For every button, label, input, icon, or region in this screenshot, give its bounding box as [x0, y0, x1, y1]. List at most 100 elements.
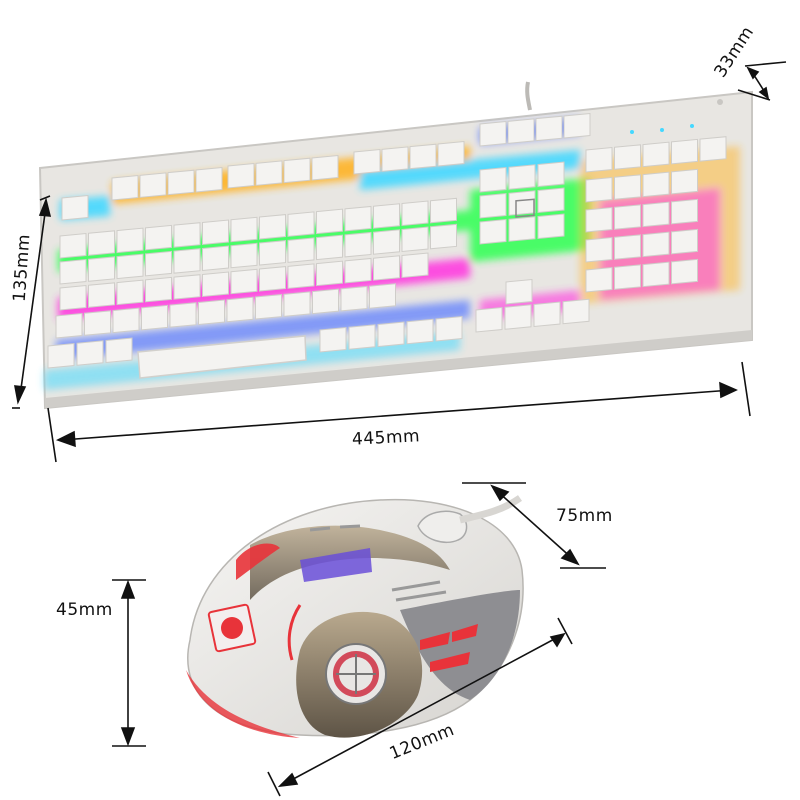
- keycap: [479, 218, 507, 245]
- mouse-red-accent: [287, 604, 302, 661]
- keycap: [353, 148, 381, 175]
- keycap: [319, 326, 347, 353]
- keycap: [230, 268, 258, 295]
- mouse-purple-vent: [300, 548, 372, 582]
- keycap: [381, 146, 409, 172]
- keycap: [585, 266, 613, 293]
- keycap: [479, 120, 507, 147]
- keycap: [377, 321, 405, 348]
- keycap: [202, 219, 229, 246]
- chassis-screw: [717, 99, 723, 105]
- keycap: [430, 197, 457, 224]
- keycap: [585, 206, 613, 233]
- keycap: [344, 231, 372, 258]
- keycap: [316, 260, 343, 287]
- keycap: [312, 288, 339, 315]
- keycap: [642, 201, 670, 228]
- keycap: [311, 155, 339, 181]
- keycap: [585, 146, 613, 173]
- keycap: [585, 236, 613, 263]
- keycap: [563, 113, 591, 139]
- keycap: [475, 306, 503, 333]
- dragon-logo-mark: [221, 617, 243, 639]
- keycap: [287, 263, 315, 289]
- keycap: [116, 253, 144, 280]
- keycap: [671, 228, 698, 255]
- keycap: [504, 304, 532, 330]
- mouse-width-label: 75mm: [556, 506, 613, 526]
- keycap: [508, 164, 536, 190]
- keycap: [105, 337, 133, 364]
- scroll-wheel: [417, 510, 468, 544]
- keycap: [642, 171, 670, 198]
- brand-logo-badge: [515, 198, 535, 218]
- mouse: [186, 495, 524, 738]
- keycap: [195, 167, 223, 193]
- keycap: [255, 160, 283, 186]
- keycap: [642, 141, 670, 168]
- keycap: [537, 161, 565, 188]
- keycap: [430, 223, 457, 250]
- mouse-height-label: 45mm: [56, 600, 113, 620]
- keycap: [198, 299, 225, 326]
- keycap: [505, 278, 533, 305]
- keycap: [344, 257, 372, 284]
- keycap: [169, 302, 197, 328]
- mouse-vents: [309, 524, 447, 602]
- keycap: [406, 318, 434, 345]
- space-bar: [137, 335, 307, 379]
- keycap: [255, 294, 282, 320]
- keycap: [84, 310, 111, 336]
- keycap: [614, 234, 641, 260]
- keycap: [145, 250, 172, 277]
- keycap: [401, 226, 429, 253]
- keycap: [47, 342, 75, 369]
- keycap: [259, 266, 286, 292]
- keycap: [614, 264, 641, 290]
- keycap: [173, 248, 201, 274]
- keycap: [373, 203, 400, 229]
- mouse-red-glow: [186, 670, 300, 738]
- keycap: [167, 169, 195, 196]
- keycap: [141, 304, 168, 331]
- mouse-gold-trim: [250, 525, 450, 600]
- keycap: [373, 255, 400, 281]
- keycap: [202, 245, 229, 272]
- keycap: [230, 242, 258, 269]
- keycap: [55, 312, 83, 339]
- indicator-led: [660, 128, 664, 132]
- keycap: [585, 176, 613, 203]
- keycap: [344, 205, 372, 232]
- keycap: [61, 194, 89, 221]
- keycap: [116, 279, 144, 306]
- keycap: [533, 301, 561, 328]
- keycap: [435, 315, 463, 342]
- keycap: [111, 174, 139, 201]
- keycap: [259, 240, 286, 266]
- keyboard-cable: [525, 81, 532, 111]
- keycap: [112, 307, 140, 334]
- keycap: [537, 213, 565, 240]
- keycap: [614, 174, 641, 200]
- mouse-dimension-lines: [112, 482, 606, 797]
- keycap: [145, 276, 172, 303]
- keycap: [316, 234, 343, 261]
- keycap: [479, 192, 507, 219]
- keycap: [88, 282, 115, 308]
- keycap: [316, 208, 343, 235]
- keycap: [369, 283, 396, 309]
- keycap: [562, 298, 590, 325]
- mouse-side-panel: [400, 590, 520, 700]
- keycap: [537, 187, 565, 214]
- keycap: [507, 118, 535, 144]
- keycap: [671, 168, 698, 195]
- keycap: [76, 340, 104, 366]
- keycap: [401, 200, 429, 227]
- indicator-led: [690, 124, 694, 128]
- keycap: [226, 296, 254, 323]
- keycap: [227, 162, 255, 189]
- keycap: [287, 211, 315, 237]
- keycap: [59, 284, 87, 311]
- keycap: [348, 324, 376, 350]
- keyboard: [38, 81, 753, 410]
